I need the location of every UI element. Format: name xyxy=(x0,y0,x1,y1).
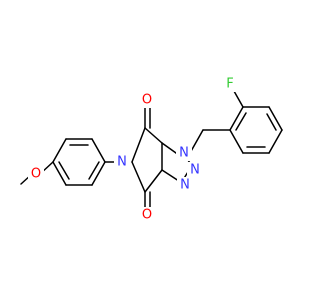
label-background xyxy=(177,177,193,193)
bond xyxy=(268,129,283,154)
bond xyxy=(88,161,100,180)
atom-labels: F N N N N O O O xyxy=(28,76,238,223)
bond xyxy=(161,142,177,154)
nitrogen-label: N xyxy=(190,163,200,178)
nitrogen-label: N xyxy=(179,146,189,161)
bond xyxy=(131,127,146,163)
molecule-structure-diagram: F N N N N O O O xyxy=(20,76,283,223)
label-background xyxy=(139,92,155,108)
bond xyxy=(91,161,106,186)
nitrogen-label: N xyxy=(180,178,190,193)
label-background xyxy=(176,145,192,161)
oxygen-label: O xyxy=(142,208,152,223)
label-background xyxy=(139,207,155,223)
bond xyxy=(52,161,67,186)
label-background xyxy=(187,162,203,178)
oxygen-label: O xyxy=(142,93,152,108)
nitrogen-label: N xyxy=(117,155,127,170)
bond xyxy=(189,129,204,154)
label-background xyxy=(222,76,238,92)
bond xyxy=(235,112,247,131)
bond xyxy=(268,106,283,131)
fluorine-label: F xyxy=(226,77,233,92)
bond xyxy=(229,106,244,131)
bond xyxy=(229,129,244,154)
label-background xyxy=(114,154,130,170)
bond xyxy=(144,169,163,193)
bond xyxy=(58,161,70,180)
bond xyxy=(131,161,146,193)
label-background xyxy=(28,166,44,182)
oxygen-label: O xyxy=(31,167,41,182)
bond xyxy=(266,113,277,131)
bond xyxy=(144,127,163,144)
bond xyxy=(91,138,106,163)
bond xyxy=(52,138,67,163)
